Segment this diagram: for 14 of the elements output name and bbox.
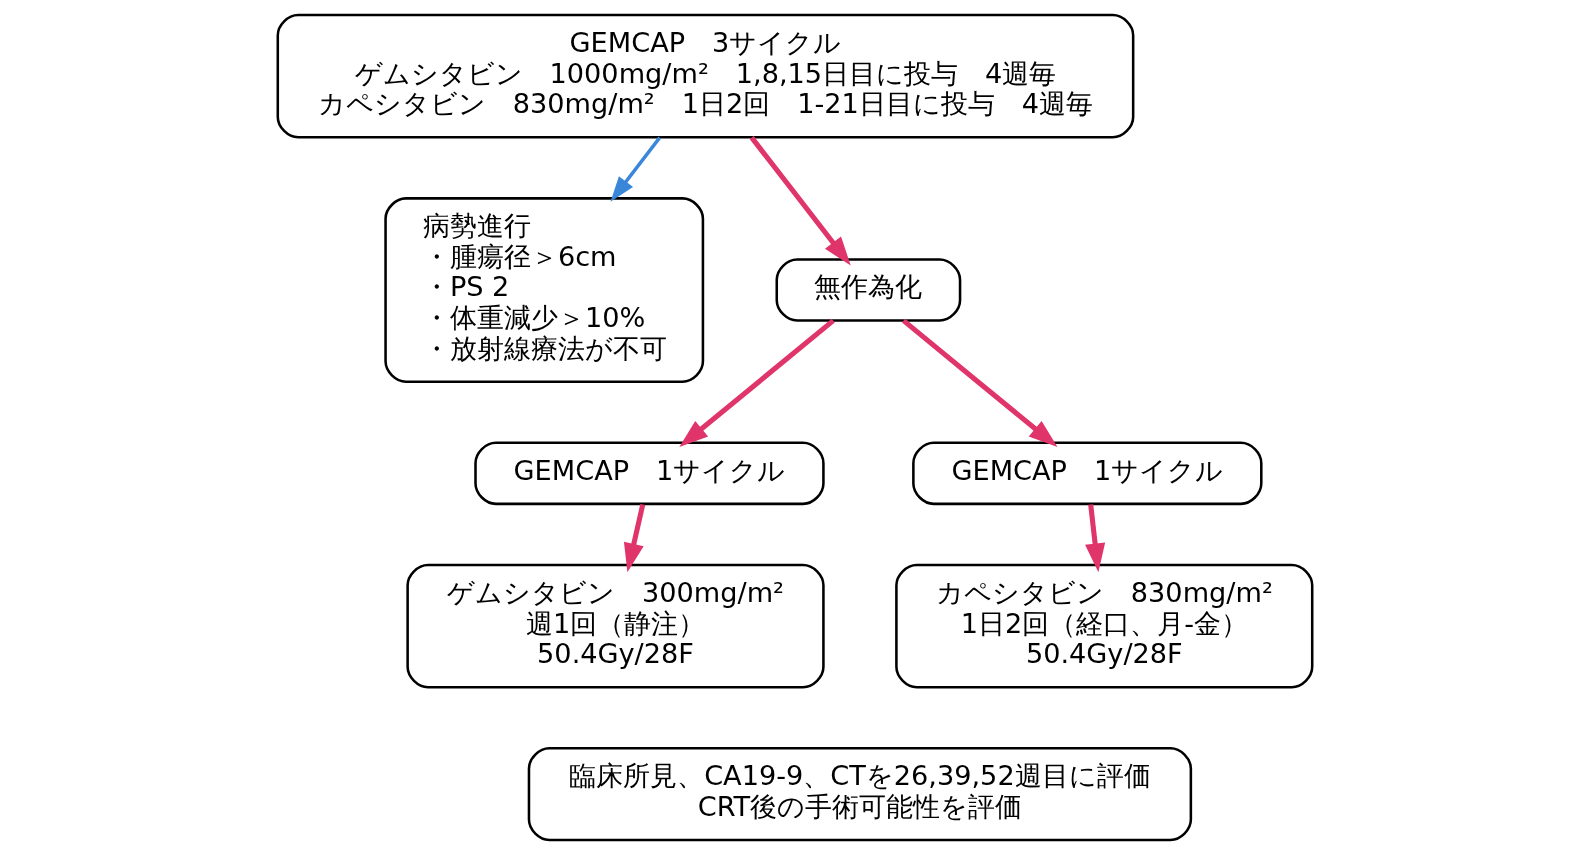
node-box: GEMCAP 1サイクル	[474, 441, 825, 506]
node-box: 無作為化	[775, 258, 962, 322]
node-box: GEMCAP 3サイクル ゲムシタビン 1000mg/m² 1,8,15日目に投与 4週毎 カペシタビン 830mg/m² 1日2回 1-21日目に投与 4週毎	[276, 13, 1135, 139]
node-box: カペシタビン 830mg/m² 1日2回（経口、月-金） 50.4Gy/28F	[895, 563, 1314, 689]
arrow	[679, 318, 835, 448]
node-box: 病勢進行 ・腫瘍径＞6cm ・PS 2 ・体重減少＞10% ・放射線療法が不可	[384, 197, 705, 383]
node-box: ゲムシタビン 300mg/m² 週1回（静注） 50.4Gy/28F	[406, 563, 825, 689]
arrow	[623, 503, 646, 573]
arrow	[901, 318, 1058, 448]
arrow	[1085, 504, 1106, 573]
arrow	[610, 136, 662, 202]
node-box: GEMCAP 1サイクル	[912, 441, 1263, 506]
node-box: 臨床所見、CA19-9、CTを26,39,52週目に評価 CRT後の手術可能性を評価	[527, 747, 1193, 842]
arrow	[749, 136, 851, 266]
